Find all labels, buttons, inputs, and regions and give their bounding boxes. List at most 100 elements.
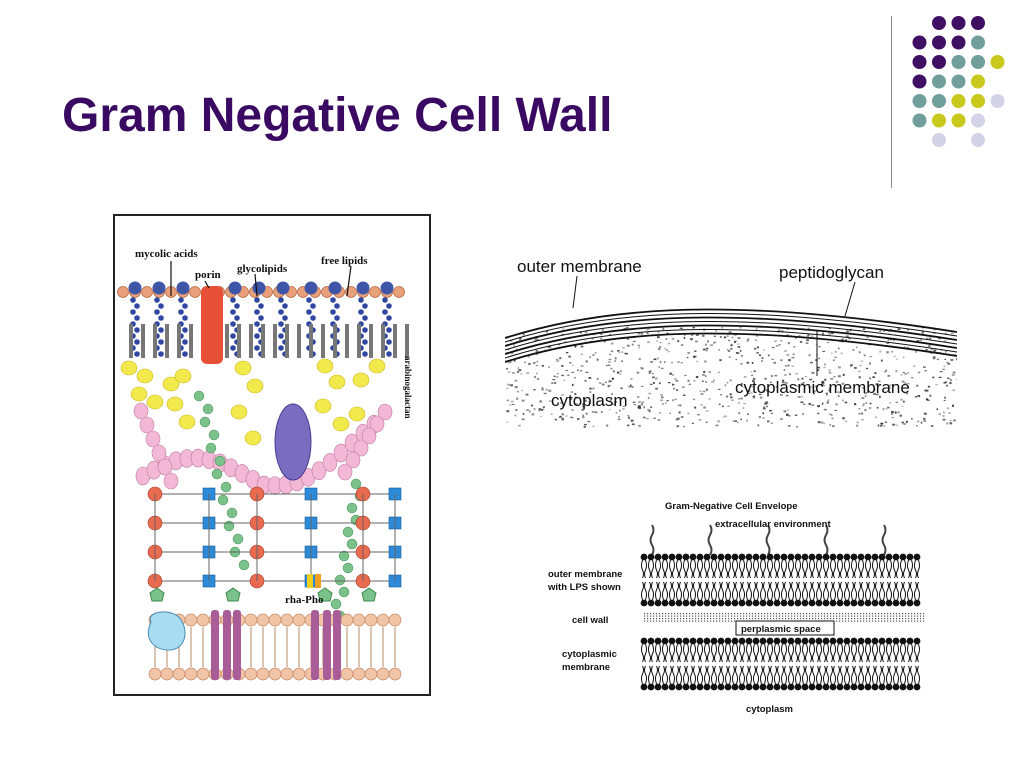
cytoplasmic-membrane-lipid-tail [886, 643, 892, 663]
cytoplasm-speck [671, 383, 674, 386]
decor-dot [932, 133, 946, 147]
cytoplasm-speck [943, 411, 945, 414]
outer-membrane-lipid-head [780, 599, 788, 607]
cytoplasm-speck [510, 400, 514, 403]
cytoplasm-speck [533, 339, 537, 341]
cytoplasm-speck [942, 418, 946, 421]
outer-membrane-lipid-tail [907, 581, 913, 601]
cytoplasm-speck [883, 371, 887, 373]
cytoplasmic-membrane-lipid-tail [872, 665, 878, 685]
cytoplasm-speck [752, 379, 755, 382]
cytoplasm-speck [507, 383, 510, 386]
cytoplasm-speck [680, 416, 684, 418]
cytoplasmic-membrane-lipid-head [640, 637, 648, 645]
cell-wall-schematic-figure: mycolic acids porin glycolipids free lip… [113, 214, 431, 696]
cell-wall-dot [803, 618, 805, 620]
cytoplasm-speck [774, 374, 778, 377]
outer-membrane-lipid-head [640, 553, 648, 561]
cytoplasm-speck [746, 340, 749, 343]
cytoplasm-speck [840, 352, 843, 355]
cytoplasm-speck [608, 380, 611, 383]
cytoplasmic-membrane-lipid-head [843, 637, 851, 645]
cytoplasm-speck [661, 367, 664, 369]
cytoplasm-speck [626, 344, 630, 347]
outer-membrane-lipid-head [773, 599, 781, 607]
cell-wall-dot [704, 620, 706, 622]
cytoplasm-speck [521, 418, 525, 421]
outer-membrane-lipid-head [913, 553, 921, 561]
inner-lipid-head [196, 667, 210, 681]
cytoplasm-speck [542, 408, 545, 411]
outer-membrane-lipid-tail [781, 559, 787, 579]
cytoplasmic-membrane-lipid-head [857, 683, 865, 691]
cytoplasm-speck [823, 408, 827, 411]
cell-wall-dot [755, 615, 757, 617]
outer-membrane-lipid-tail [788, 559, 794, 579]
cell-wall-dot [752, 618, 754, 620]
cytoplasm-speck [526, 372, 530, 375]
cytoplasmic-membrane-lipid-head [745, 683, 753, 691]
inner-lipid-head [292, 613, 306, 627]
cytoplasmic-membrane-lipid-tail [697, 643, 703, 663]
cytoplasm-speck [677, 404, 680, 406]
cell-wall-dot [674, 615, 676, 617]
cytoplasm-speck [599, 382, 602, 384]
cytoplasm-speck [521, 389, 524, 392]
inner-lipid-head [244, 667, 258, 681]
outer-membrane-lipid-head [878, 599, 886, 607]
cytoplasm-speck [525, 393, 529, 396]
mycolic-chain-bead [386, 327, 392, 333]
cytoplasm-speck [548, 347, 552, 349]
cytoplasm-speck [922, 366, 926, 368]
outer-membrane-lipid-tail [683, 581, 689, 601]
transmembrane-helix [333, 610, 341, 680]
cytoplasm-speck [660, 394, 663, 396]
cytoplasm-speck [584, 379, 587, 382]
cytoplasm-speck [902, 400, 905, 403]
cytoplasm-speck [735, 359, 738, 361]
cytoplasm-speck [515, 409, 518, 412]
inner-lipid-head [340, 613, 354, 627]
outer-membrane-lipid-head [892, 553, 900, 561]
cytoplasm-speck [603, 340, 606, 343]
cytoplasm-speck [796, 425, 798, 428]
micrograph-drawing: outer membrane peptidoglycan cytoplasmic… [505, 257, 957, 428]
cytoplasmic-membrane-lipid-head [752, 637, 760, 645]
membrane-layer [505, 316, 957, 347]
mycolic-chain-bead [362, 327, 368, 333]
cytoplasmic-membrane-lipid-tail [669, 665, 675, 685]
cytoplasm-speck [718, 403, 721, 405]
outer-lipid-head [369, 286, 381, 298]
mycolic-chain-bead [306, 297, 312, 303]
lipid-tail-rod [357, 324, 361, 358]
cell-wall-dot [773, 615, 775, 617]
cytoplasm-speck [529, 410, 531, 413]
cell-wall-dot [905, 613, 907, 615]
transmembrane-helix [211, 610, 219, 680]
glycan-bead [316, 358, 334, 374]
cytoplasmic-membrane-lipid-tail [725, 665, 731, 685]
cytoplasm-speck [916, 340, 920, 342]
cytoplasm-speck [930, 348, 934, 351]
glycan-bead [246, 378, 264, 394]
cell-wall-dot [806, 615, 808, 617]
cell-wall-dot [878, 613, 880, 615]
cytoplasm-speck [850, 328, 853, 331]
cytoplasm-speck [720, 394, 723, 396]
pentagon-sugar [317, 587, 333, 602]
cytoplasm-speck [821, 380, 825, 384]
cytoplasm-speck [574, 345, 577, 348]
cell-wall-dot [692, 620, 694, 622]
cytoplasm-speck [815, 359, 818, 362]
cytoplasmic-membrane-lipid-head [661, 683, 669, 691]
cell-wall-dot [773, 618, 775, 620]
cytoplasm-speck [560, 402, 563, 404]
cytoplasm-speck [570, 416, 572, 418]
arabinogalactan-bead [333, 443, 349, 463]
cell-wall-dot [650, 613, 652, 615]
cell-wall-dot [767, 615, 769, 617]
cytoplasm-speck [766, 390, 769, 393]
cell-wall-dot [848, 618, 850, 620]
cytoplasm-speck [622, 405, 626, 407]
cytoplasm-speck [738, 402, 741, 404]
